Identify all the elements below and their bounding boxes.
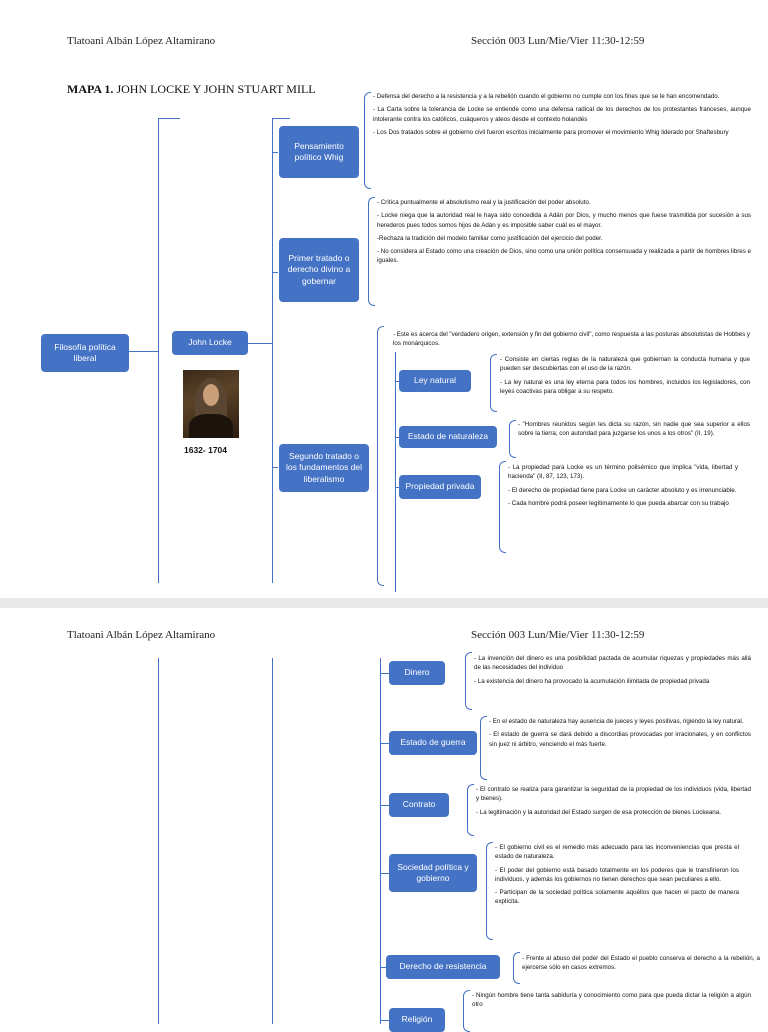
node-estado-de-naturaleza[interactable]: Estado de naturaleza	[399, 426, 497, 448]
connector	[395, 352, 396, 592]
notes-propiedad-privada: - La propiedad para Locke es un término …	[508, 463, 738, 512]
locke-dates: 1632- 1704	[184, 445, 228, 455]
brace	[499, 461, 506, 553]
connector	[158, 118, 159, 583]
connector	[380, 805, 389, 806]
connector	[272, 118, 273, 583]
note-item: - No considera al Estado como una creaci…	[377, 248, 751, 265]
notes-derecho-resistencia: - Frente al abuso del poder del Estado e…	[522, 954, 760, 977]
note-item: - Ningún hombre tiene tanta sabiduría y …	[472, 992, 751, 1009]
brace	[513, 952, 520, 984]
connector	[380, 658, 381, 1024]
note-item: - La Carta sobre la tolerancia de Locke …	[373, 106, 751, 123]
connector	[395, 487, 399, 488]
node-dinero[interactable]: Dinero	[389, 661, 445, 685]
connector	[380, 967, 386, 968]
connector	[248, 343, 272, 344]
connector	[380, 873, 389, 874]
note-item: -Rechaza la tradición del modelo familia…	[377, 234, 603, 242]
notes-segundo-intro: - Este es acerca del "verdadero origen, …	[393, 330, 750, 353]
brace	[486, 842, 493, 940]
brace	[490, 354, 497, 412]
node-segundo-tratado[interactable]: Segundo tratado o los fundamentos del li…	[279, 444, 369, 492]
note-item: - La ley natural es una ley eterna para …	[500, 378, 750, 395]
connector	[158, 658, 159, 1024]
page-title: MAPA 1. JOHN LOCKE Y JOHN STUART MILL	[67, 82, 316, 97]
notes-ley-natural: - Consiste en ciertas reglas de la natur…	[500, 355, 750, 400]
node-john-locke[interactable]: John Locke	[172, 331, 248, 355]
node-religion[interactable]: Religión	[389, 1008, 445, 1032]
connector	[395, 381, 399, 382]
note-item: - Defensa del derecho a la resistencia y…	[373, 93, 720, 100]
node-pensamiento-politico-whig[interactable]: Pensamiento político Whig	[279, 126, 359, 178]
brace	[463, 990, 470, 1032]
note-item: - El derecho de propiedad tiene para Loc…	[508, 486, 737, 494]
connector	[272, 272, 278, 273]
notes-primer-tratado: - Crítica puntualmente el absolutismo re…	[377, 198, 751, 270]
notes-sociedad-politica: - El gobierno civil es el remedio más ad…	[495, 843, 739, 911]
note-item: - Cada hombre podrá poseer legítimamente…	[508, 499, 729, 507]
header-section: Sección 003 Lun/Mie/Vier 11:30-12:59	[471, 35, 645, 47]
note-item: - "Hombres reunidos según les dicta su r…	[518, 421, 750, 438]
notes-dinero: - La invención del dinero es una posibil…	[474, 654, 751, 690]
notes-religion: - Ningún hombre tiene tanta sabiduría y …	[472, 991, 751, 1014]
note-item: - Participan de la sociedad política sol…	[495, 889, 739, 906]
note-item: - El poder del gobierno está basado tota…	[495, 866, 739, 883]
header-author: Tlatoani Albán López Altamirano	[67, 629, 216, 641]
brace	[364, 92, 371, 189]
connector	[158, 118, 180, 119]
john-locke-portrait	[183, 370, 239, 438]
header-author: Tlatoani Albán López Altamirano	[67, 35, 216, 47]
node-contrato[interactable]: Contrato	[389, 793, 449, 817]
note-item: - El estado de guerra se dará debido a d…	[489, 731, 751, 748]
note-item: - Crítica puntualmente el absolutismo re…	[377, 199, 591, 206]
note-item: - La propiedad para Locke es un término …	[508, 464, 738, 481]
note-item: - El gobierno civil es el remedio más ad…	[495, 844, 739, 861]
header-section: Sección 003 Lun/Mie/Vier 11:30-12:59	[471, 629, 645, 641]
connector	[380, 743, 389, 744]
note-item: - Consiste en ciertas reglas de la natur…	[500, 356, 750, 373]
page-separator	[0, 598, 768, 608]
note-item: - Este es acerca del "verdadero origen, …	[393, 331, 750, 348]
connector	[272, 658, 273, 1024]
connector	[128, 351, 158, 352]
note-item: - En el estado de naturaleza hay ausenci…	[489, 718, 744, 725]
connector	[272, 152, 278, 153]
note-item: - Locke niega que la autoridad real le h…	[377, 212, 751, 229]
notes-estado-guerra: - En el estado de naturaleza hay ausenci…	[489, 717, 751, 753]
note-item: - El contrato se realiza para garantizar…	[476, 786, 751, 803]
title-rest: JOHN LOCKE Y JOHN STUART MILL	[113, 82, 316, 96]
brace	[467, 784, 474, 836]
notes-contrato: - El contrato se realiza para garantizar…	[476, 785, 751, 821]
brace	[509, 420, 516, 458]
note-item: - Los Dos tratados sobre el gobierno civ…	[373, 128, 729, 136]
brace	[368, 197, 375, 306]
note-item: - Frente al abuso del poder del Estado e…	[522, 955, 760, 972]
brace	[377, 326, 384, 586]
brace	[480, 716, 487, 780]
connector	[395, 437, 399, 438]
notes-pensamiento: - Defensa del derecho a la resistencia y…	[373, 92, 751, 141]
notes-estado-naturaleza: - "Hombres reunidos según les dicta su r…	[518, 420, 750, 443]
node-primer-tratado[interactable]: Primer tratado o derecho divino a gobern…	[279, 238, 359, 302]
connector	[272, 118, 290, 119]
node-propiedad-privada[interactable]: Propiedad privada	[399, 475, 481, 499]
node-estado-de-guerra[interactable]: Estado de guerra	[389, 731, 477, 755]
connector	[272, 467, 278, 468]
connector	[380, 673, 389, 674]
note-item: - La invención del dinero es una posibil…	[474, 655, 751, 672]
node-ley-natural[interactable]: Ley natural	[399, 370, 471, 392]
brace	[465, 652, 472, 710]
node-filosofia-politica-liberal[interactable]: Filosofía política liberal	[41, 334, 129, 372]
node-derecho-de-resistencia[interactable]: Derecho de resistencia	[386, 955, 500, 979]
node-sociedad-politica[interactable]: Sociedad política y gobierno	[389, 854, 477, 892]
note-item: - La existencia del dinero ha provocado …	[474, 677, 710, 685]
note-item: - La legitimación y la autoridad del Est…	[476, 808, 721, 816]
connector	[380, 1020, 389, 1021]
title-bold: MAPA 1.	[67, 82, 114, 96]
